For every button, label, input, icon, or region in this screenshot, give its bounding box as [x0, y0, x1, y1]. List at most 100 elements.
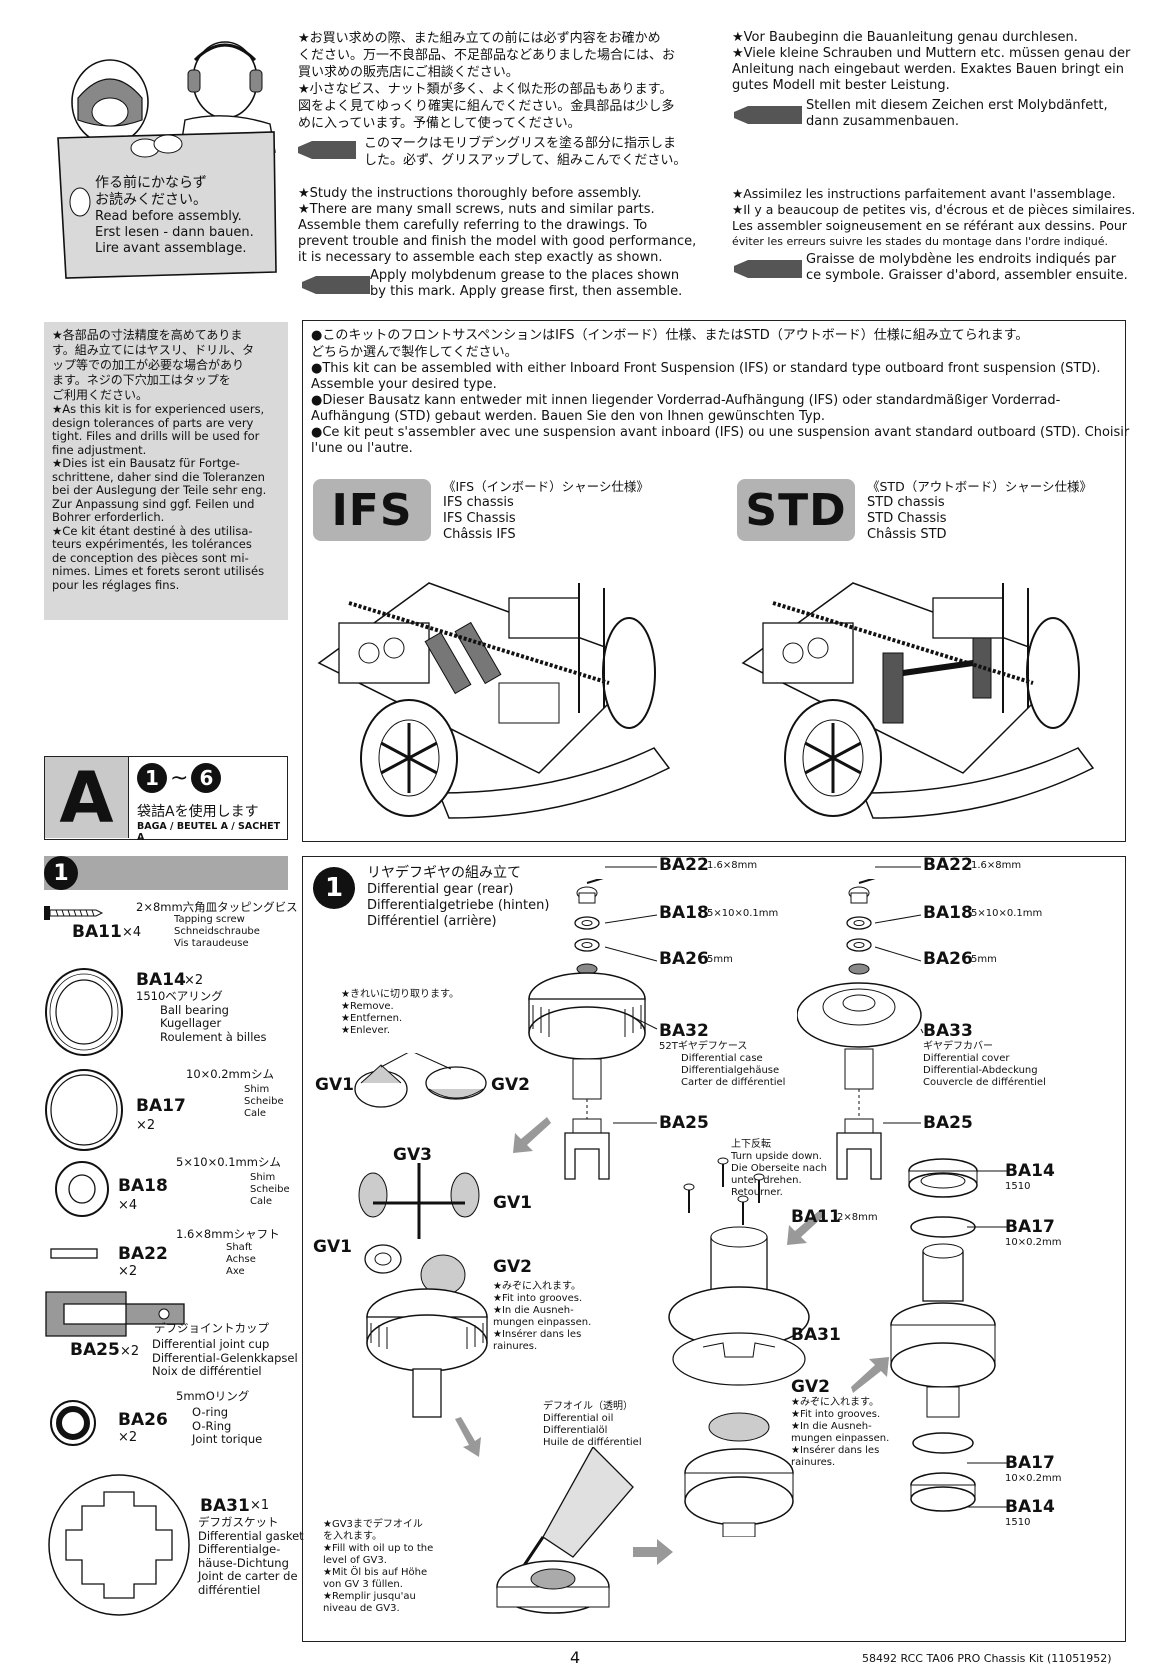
note-line: Bohrer erforderlich. — [52, 510, 165, 524]
part-desc: デフガスケット — [198, 1515, 279, 1529]
bevel-gears-drawing — [354, 1053, 487, 1108]
flip-line: unten drehen. — [731, 1175, 802, 1186]
oil-line: Differentialöl — [543, 1425, 608, 1436]
fill-line: を入れます。 — [323, 1531, 382, 1542]
bag-en: BAGA / BEUTEL A / SACHET A — [137, 821, 281, 843]
en-line: ★There are many small screws, nuts and s… — [298, 202, 655, 217]
ba32-line: Differential case — [681, 1053, 763, 1064]
ba18-dim-r: 5×10×0.1mm — [971, 908, 1043, 919]
part-desc: Axe — [226, 1266, 245, 1277]
part-code: BA26 — [118, 1410, 168, 1430]
sign-line: Erst lesen - dann bauen. — [95, 225, 254, 240]
step-circle-1: 1 — [137, 763, 167, 793]
ba17-dim-b: 10×0.2mm — [1005, 1473, 1062, 1484]
part-desc: Cale — [244, 1108, 267, 1119]
note-line: nimes. Limes et forets seront utilisés — [52, 564, 265, 578]
ba25-label: BA25 — [659, 1113, 709, 1133]
part-code: BA31 — [200, 1496, 250, 1516]
part-desc: Joint de carter de — [198, 1569, 298, 1583]
ba22-dim: 1.6×8mm — [707, 860, 758, 871]
grooves-line: rainures. — [493, 1341, 538, 1352]
part-qty: ×2 — [118, 1430, 138, 1445]
gv2-label: GV2 — [491, 1075, 530, 1095]
ifs-badge-text: IFS — [331, 484, 413, 536]
note-line: ップ等での加工が必要な場合があり — [52, 358, 245, 372]
part-desc: Vis taraudeuse — [174, 938, 249, 949]
page-number: 4 — [570, 1648, 581, 1667]
grooves-line-b: ★みぞに入れます。 — [791, 1397, 879, 1408]
fill-line: von GV 3 füllen. — [323, 1579, 403, 1590]
de-line: Anleitung nach eingebaut werden. Exaktes… — [732, 62, 1124, 77]
part-desc: Roulement à billes — [160, 1029, 267, 1044]
part-desc: Noix de différentiel — [152, 1364, 262, 1378]
fill-line: level of GV3. — [323, 1555, 387, 1566]
part-qty: ×2 — [184, 973, 204, 988]
en-grease-line: Apply molybdenum grease to the places sh… — [370, 268, 680, 283]
ba26-label-r: BA26 — [923, 949, 973, 969]
part-qty: ×2 — [118, 1264, 138, 1279]
ba32-desc: 52Tギヤデフケース Differential case Differentia… — [659, 1041, 785, 1089]
ba33-desc: ギヤデフカバー Differential cover Differential-… — [923, 1041, 1046, 1089]
ba14-label: BA14 — [1005, 1161, 1055, 1181]
susp-line: ●Ce kit peut s'assembler avec une suspen… — [311, 425, 1130, 440]
part-desc: Scheibe — [250, 1184, 290, 1195]
jp-line: ★小さなビス、ナット類が多く、よく似た形の部品もあります。 — [298, 82, 673, 97]
fill-note: ★GV3までデフオイル を入れます。 ★Fill with oil up to … — [323, 1519, 433, 1615]
std-caption-line: STD chassis — [867, 495, 945, 510]
note-line: tight. Files and drills will be used for — [52, 429, 260, 443]
leaders-center — [604, 866, 658, 1124]
ba22-dim-r: 1.6×8mm — [971, 860, 1022, 871]
part-desc: Joint torique — [192, 1432, 263, 1446]
part-code: BA18 — [118, 1176, 168, 1196]
part-desc: Shaft — [226, 1242, 253, 1253]
part-code: BA14 — [136, 970, 186, 990]
ifs-badge: IFS — [313, 479, 431, 541]
part-desc: O-Ring — [192, 1418, 232, 1433]
leaders-right — [874, 866, 924, 1124]
en-grease-line: by this mark. Apply grease first, then a… — [370, 284, 683, 299]
part-desc: Differential gasket — [198, 1528, 304, 1543]
part-desc: O-ring — [192, 1405, 229, 1419]
susp-line: ●Dieser Bausatz kann entweder mit innen … — [311, 393, 1061, 408]
ba18-label-r: BA18 — [923, 903, 973, 923]
note-line: ★各部品の寸法精度を高めてありま — [52, 328, 243, 342]
step-1-box: 1 リヤデフギヤの組み立て Differential gear (rear) D… — [302, 855, 1126, 1642]
ba11-label: BA11 — [791, 1207, 841, 1227]
step-range: 1 ~ 6 — [137, 763, 222, 793]
part-desc: Kugellager — [160, 1016, 222, 1030]
jp-line: 図をよく見てゆっくり確実に組んでください。金具部品は少し多 — [298, 99, 675, 114]
note-line: bei der Auslegung der Teile sehr eng. — [52, 483, 267, 497]
ba18-label: BA18 — [659, 903, 709, 923]
note-line: pour les réglages fins. — [52, 577, 180, 592]
grooves-line-b: rainures. — [791, 1457, 836, 1468]
jp-line: ★お買い求めの際、また組み立ての前には必ず内容をお確かめ — [298, 31, 661, 46]
ba14-label-b: BA14 — [1005, 1497, 1055, 1517]
ifs-caption-line: Châssis IFS — [443, 527, 516, 542]
part-ba18: 5×10×0.1mmシム BA18 ×4 Shim Scheibe Cale — [44, 1155, 294, 1226]
part-desc: Achse — [226, 1254, 256, 1265]
sign-text: 作る前にかならず お読みください。 Read before assembly. … — [95, 175, 275, 257]
part-qty: ×4 — [118, 1198, 138, 1213]
arrow-right-icon — [633, 1539, 673, 1565]
ball-bearing-icon — [45, 968, 123, 1056]
part-desc: 5mmOリング — [176, 1389, 250, 1403]
de-intro: ★Vor Baubeginn die Bauanleitung genau du… — [732, 30, 1132, 94]
part-code: BA17 — [136, 1096, 186, 1116]
part-desc: Shim — [244, 1084, 270, 1095]
ba18-dim: 5×10×0.1mm — [707, 908, 779, 919]
gear-cluster-drawing — [358, 1163, 480, 1296]
grooves-line-b: ★In die Ausneh- — [791, 1421, 872, 1432]
flip-line: Turn upside down. — [731, 1151, 822, 1162]
ifs-caption-line: IFS chassis — [443, 495, 514, 510]
header-illustration — [30, 20, 290, 292]
part-qty: ×4 — [122, 925, 142, 940]
bag-a-block: A 1 ~ 6 袋詰Aを使用します BAGA / BEUTEL A / SACH… — [44, 756, 288, 843]
de-line: ★Vor Baubeginn die Bauanleitung genau du… — [732, 30, 1078, 45]
fr-line: éviter les erreurs suivre les stades du … — [732, 235, 1109, 248]
oil-line: デフオイル（透明） — [543, 1401, 633, 1412]
part-ba31: BA31 ×1 デフガスケット Differential gasket Diff… — [44, 1460, 304, 1630]
part-desc: Shim — [250, 1172, 276, 1183]
o-ring-icon — [50, 1400, 96, 1446]
ifs-caption: 《IFS（インボード）シャーシ仕様》 IFS chassis IFS Chass… — [443, 479, 649, 543]
part-desc: 5×10×0.1mmシム — [176, 1155, 281, 1169]
